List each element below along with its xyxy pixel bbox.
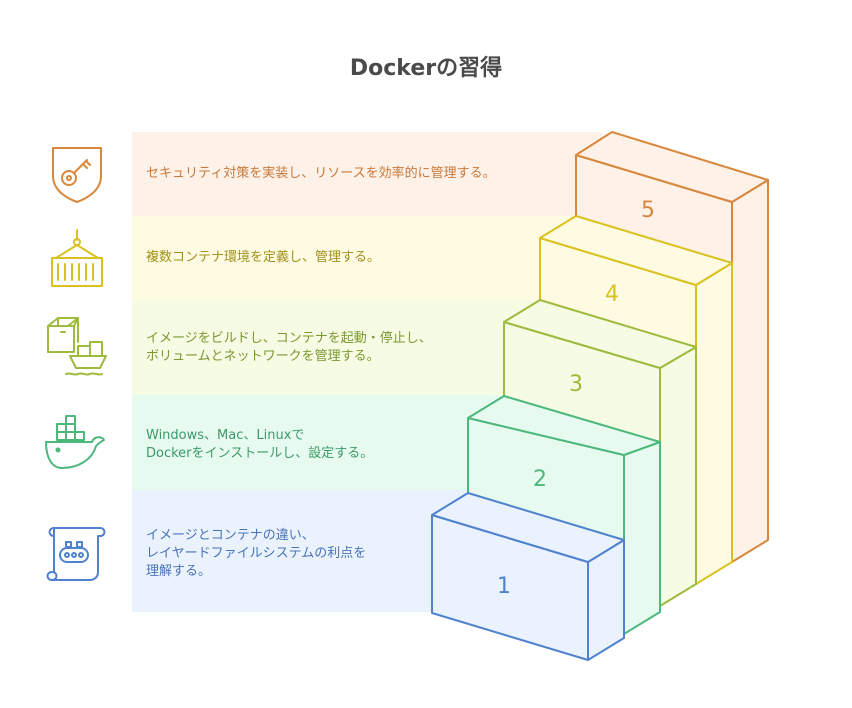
step-1-line: イメージとコンテナの違い、	[146, 528, 315, 543]
docker-whale-icon	[45, 415, 105, 469]
step-1-line: 理解する。	[146, 564, 212, 579]
layered-filesystem-scroll-icon	[46, 527, 106, 581]
step-5-number: 5	[641, 198, 655, 223]
page-title: Dockerの習得	[349, 56, 503, 81]
step-1-description: イメージとコンテナの違い、 レイヤードファイルシステムの利点を 理解する。	[146, 527, 366, 581]
step-3-description: イメージをビルドし、コンテナを起動・停止し、 ボリュームとネットワークを管理する…	[146, 330, 432, 366]
step-2-number: 2	[533, 467, 547, 492]
step-2-line: Windows、Mac、Linuxで	[146, 428, 305, 443]
security-key-shield-icon	[52, 147, 102, 203]
band-step-4	[132, 216, 602, 300]
step-3-number: 3	[569, 372, 583, 397]
container-crane-icon	[51, 229, 103, 287]
step-4-line: 複数コンテナ環境を定義し、管理する。	[146, 250, 381, 265]
step-1-number: 1	[497, 574, 511, 599]
step-1-block	[431, 492, 625, 661]
step-4-number: 4	[605, 282, 619, 307]
step-3-line: ボリュームとネットワークを管理する。	[146, 349, 380, 364]
step-2-line: Dockerをインストールし、設定する。	[146, 446, 374, 461]
container-ship-icon	[47, 317, 107, 376]
step-5-description: セキュリティ対策を実装し、リソースを効率的に管理する。	[146, 165, 496, 183]
step-1-line: レイヤードファイルシステムの利点を	[146, 546, 367, 561]
band-step-5	[132, 132, 602, 216]
step-5-line: セキュリティ対策を実装し、リソースを効率的に管理する。	[146, 166, 496, 181]
step-3-line: イメージをビルドし、コンテナを起動・停止し、	[146, 331, 432, 346]
step-4-description: 複数コンテナ環境を定義し、管理する。	[146, 249, 380, 267]
step-2-description: Windows、Mac、Linuxで Dockerをインストールし、設定する。	[146, 427, 373, 463]
